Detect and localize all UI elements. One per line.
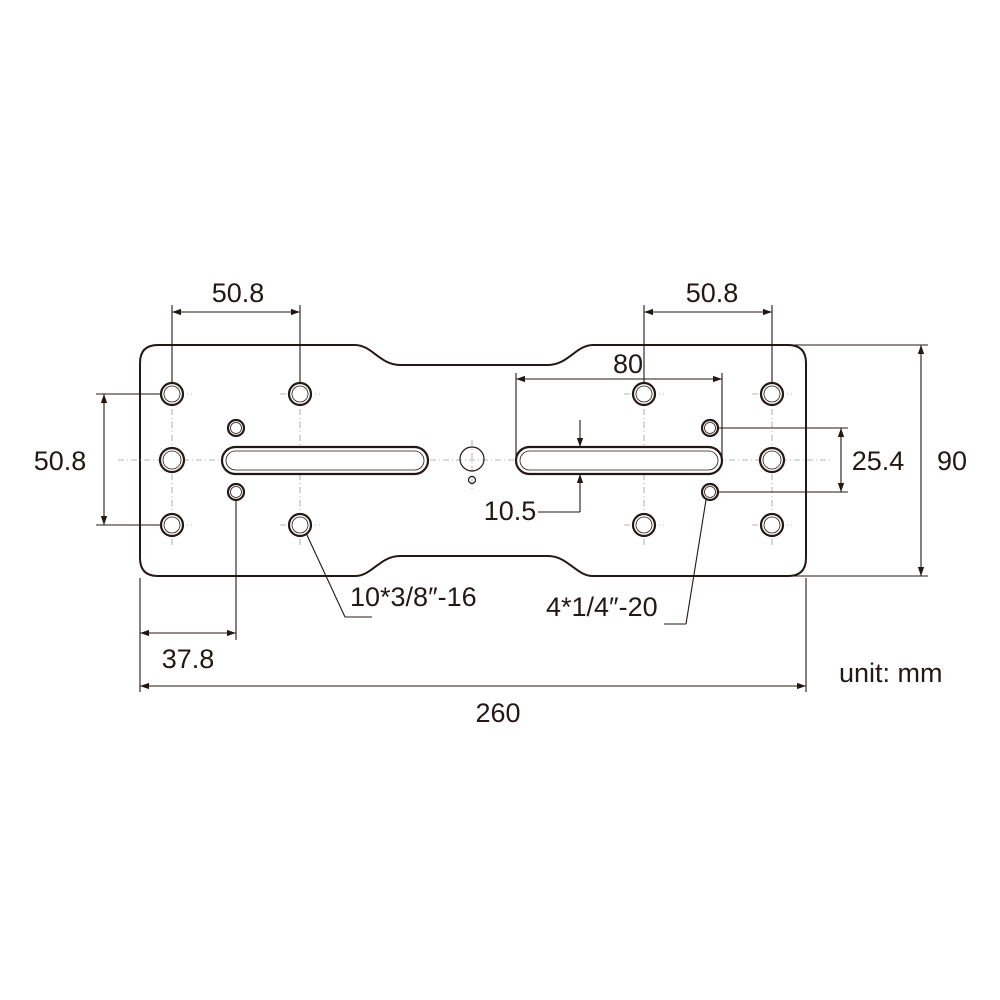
dim-left-vertical-label: 50.8 [34, 446, 87, 476]
dim-edge-to-small-hole-label: 37.8 [162, 644, 215, 674]
large-holes [158, 381, 786, 538]
dim-top-right-label: 50.8 [686, 278, 739, 308]
unit-label: unit: mm [839, 658, 943, 688]
center-pin-holes [459, 446, 485, 485]
callout-large-holes: 10*3/8″-16 [305, 532, 477, 618]
dim-slot-spacing: 80 [515, 349, 723, 460]
dim-top-right: 50.8 [643, 278, 773, 383]
right-slot [514, 445, 724, 476]
large-hole [758, 446, 786, 474]
callout-large-holes-label: 10*3/8″-16 [350, 582, 477, 612]
dim-edge-to-small-hole: 37.8 [140, 500, 237, 674]
callout-small-holes-label: 4*1/4″-20 [546, 592, 658, 622]
dim-slot-width: 10.5 [484, 420, 584, 526]
left-slot [220, 445, 430, 476]
slots [220, 445, 724, 476]
dim-small-hole-spacing: 25.4 [718, 427, 905, 493]
small-holes [226, 418, 720, 502]
dim-overall-length: 260 [139, 578, 807, 728]
dim-top-left: 50.8 [171, 278, 301, 383]
large-hole [158, 446, 186, 474]
pin-hole [467, 475, 477, 485]
callout-small-holes: 4*1/4″-20 [546, 499, 707, 625]
dim-small-hole-spacing-label: 25.4 [852, 446, 905, 476]
dim-top-left-label: 50.8 [212, 278, 265, 308]
dim-left-vertical: 50.8 [34, 393, 162, 526]
dim-overall-height-label: 90 [937, 446, 967, 476]
center-hole [459, 446, 485, 472]
dim-slot-width-label: 10.5 [484, 496, 537, 526]
dim-slot-spacing-label: 80 [613, 349, 643, 379]
dim-overall-length-label: 260 [475, 698, 520, 728]
dim-overall-height: 90 [790, 344, 967, 577]
